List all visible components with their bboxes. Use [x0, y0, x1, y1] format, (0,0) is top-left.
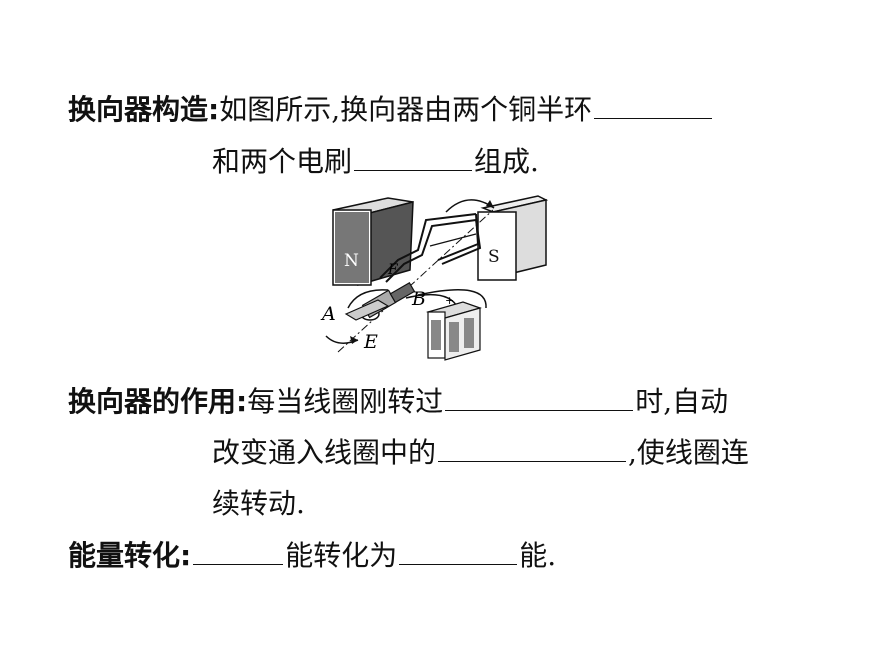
magnet-north: N [332, 197, 414, 286]
function-text-4: ,使线圈连 [628, 436, 749, 469]
label-s: S [488, 247, 500, 267]
label-plus: + [445, 294, 454, 307]
function-line-1: 换向器的作用:每当线圈刚转过 时,自动 [68, 384, 728, 420]
energy-line: 能量转化: 能转化为 能. [68, 538, 556, 574]
function-text-1: 每当线圈刚转过 [247, 385, 444, 418]
construction-line-1: 换向器构造:如图所示,换向器由两个铜半环 [68, 92, 714, 128]
function-line-2: 改变通入线圈中的 ,使线圈连 [212, 435, 749, 471]
brush-plate [344, 299, 390, 321]
arrow-head-top [486, 200, 494, 208]
function-heading: 换向器的作用: [68, 385, 248, 418]
construction-text-1: 如图所示,换向器由两个铜半环 [219, 93, 593, 126]
label-a: A [320, 303, 336, 325]
construction-heading: 换向器构造: [68, 93, 220, 126]
blank-copper-rings[interactable] [594, 92, 713, 119]
blank-energy-target[interactable] [399, 538, 518, 565]
label-b: B [411, 288, 426, 310]
wire-c [417, 289, 487, 309]
construction-text-3: 组成. [474, 145, 539, 178]
energy-text-1: 能转化为 [285, 539, 398, 572]
blank-energy-source[interactable] [193, 538, 284, 565]
label-n: N [344, 251, 359, 271]
label-f: F [387, 262, 399, 278]
construction-line-2: 和两个电刷 组成. [212, 144, 539, 180]
label-e: E [363, 331, 378, 353]
blank-brushes[interactable] [354, 144, 473, 171]
function-text-3: 改变通入线圈中的 [212, 436, 437, 469]
wire-a [347, 289, 389, 309]
motor-commutator-diagram: N S + A B E F [320, 195, 549, 361]
blank-current-direction[interactable] [438, 435, 627, 462]
function-line-3: 续转动. [212, 486, 305, 522]
blank-position[interactable] [445, 384, 634, 411]
coil [379, 213, 482, 283]
magnet-south: S [477, 195, 549, 281]
construction-text-2: 和两个电刷 [212, 145, 353, 178]
energy-text-2: 能. [519, 539, 557, 572]
rotation-axis [337, 209, 494, 353]
function-text-2: 时,自动 [635, 385, 729, 418]
function-text-5: 续转动. [212, 487, 305, 520]
arrow-head-bottom [350, 336, 358, 344]
energy-heading: 能量转化: [68, 539, 192, 572]
battery: + [426, 294, 482, 361]
